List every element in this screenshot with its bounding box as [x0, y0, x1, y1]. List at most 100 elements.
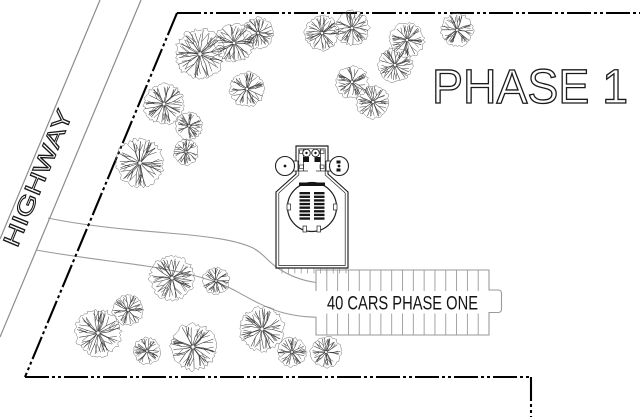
tree-branch-fork — [191, 152, 197, 156]
tree-branch-fork — [382, 57, 388, 63]
tree-canopy-edge — [276, 337, 308, 368]
tree-canopy-edge — [214, 22, 254, 63]
tree-branch-fork — [403, 61, 411, 66]
parking-outline — [315, 269, 503, 336]
tree-branch-fork — [248, 74, 254, 82]
tree-branch-fork — [464, 30, 471, 36]
tree-branch-fork — [205, 64, 208, 76]
tree-branch-fork — [245, 27, 253, 29]
tree-branch-fork — [400, 70, 408, 74]
tree-branch-fork — [137, 352, 142, 357]
tree-branch-fork — [199, 332, 204, 341]
tree-branch-fork — [220, 37, 227, 43]
tree-symbol — [114, 137, 165, 189]
tree-branch-fork — [262, 310, 265, 320]
tree-branch-fork — [134, 304, 140, 310]
tree-branch-fork — [330, 32, 338, 35]
tree-branch-fork — [224, 47, 228, 55]
tree-branch-fork — [238, 77, 242, 85]
tree-branch-fork — [87, 340, 91, 350]
tree-branch-fork — [359, 22, 365, 28]
tree-branch-fork — [194, 123, 200, 125]
tree-branch-fork — [150, 355, 157, 359]
pew-row — [299, 199, 310, 202]
tree-branch-fork — [146, 101, 155, 105]
tree-branch-fork — [201, 65, 208, 76]
tree-branch-fork — [233, 94, 241, 96]
tree-branch — [217, 42, 233, 44]
tree-canopy-edge — [142, 82, 185, 125]
chancel-steps — [299, 182, 325, 186]
tree-branch-fork — [297, 343, 302, 350]
tree-branch-fork — [130, 298, 136, 304]
tree-symbol — [214, 22, 254, 63]
tree-branch-fork — [326, 358, 331, 364]
tree-branch-fork — [179, 264, 185, 273]
tree-branch-fork — [191, 33, 195, 45]
tree-branch-fork — [154, 90, 161, 97]
tree-branch-fork — [253, 337, 256, 347]
tree-branch-fork — [94, 312, 99, 323]
tree-branch-fork — [369, 108, 372, 116]
tree-symbol — [309, 336, 343, 369]
tree-branch-fork — [296, 357, 299, 364]
tree-branch-fork — [132, 300, 139, 305]
tree-branch-fork — [351, 14, 356, 21]
tree-branch-fork — [363, 91, 370, 96]
tree-branch — [247, 89, 260, 101]
parking-count-label: 40 CARS PHASE ONE — [327, 293, 478, 315]
tree-branch-fork — [122, 155, 132, 158]
tree-branch-fork — [393, 38, 400, 42]
tree-branch — [178, 121, 189, 126]
tree-branch-fork — [240, 49, 248, 53]
tree-branch-fork — [123, 296, 128, 303]
tree-branch-fork — [313, 37, 317, 45]
tree-branch-fork — [155, 284, 165, 288]
tree-branch-fork — [180, 283, 186, 292]
tree-branch-fork — [315, 18, 321, 25]
tree-branch-fork — [180, 117, 186, 121]
tree-symbol — [148, 255, 196, 302]
tree-branch-fork — [360, 99, 367, 101]
tree-symbol — [142, 82, 185, 125]
tree-branch-fork — [319, 340, 324, 346]
tree-branch-fork — [400, 27, 403, 35]
tree-branch-fork — [132, 314, 136, 321]
tree-branch-fork — [339, 20, 346, 26]
wall-pier — [316, 225, 321, 233]
tree-branch-fork — [395, 72, 398, 80]
tree-branch-fork — [371, 109, 375, 116]
tree-branch-fork — [384, 68, 389, 76]
tree-branch-fork — [353, 13, 356, 21]
tree-branch-fork — [338, 78, 346, 81]
tree-branch-fork — [194, 127, 200, 129]
tree-canopy-edge — [148, 255, 196, 302]
tree-branch-fork — [182, 275, 191, 280]
tree-branch-fork — [172, 106, 181, 108]
pew-row — [299, 202, 310, 206]
tree-canopy-edge — [73, 308, 123, 358]
tree-canopy-edge — [175, 111, 203, 141]
tree-branch-fork — [387, 51, 390, 60]
tree-branch-fork — [244, 332, 252, 340]
tree-branch-fork — [316, 343, 321, 350]
tree-branch-fork — [129, 316, 134, 323]
tree-branch-fork — [220, 284, 224, 291]
tree-branch-fork — [201, 33, 209, 42]
tree-branch-fork — [460, 36, 463, 44]
tree-branch-fork — [239, 28, 242, 37]
tree-canopy-edge — [133, 336, 162, 366]
tree-symbol — [439, 12, 475, 48]
tree-branch-fork — [121, 160, 131, 165]
tree-branch-fork — [358, 74, 363, 80]
tree-symbol — [175, 111, 203, 141]
tree-branch — [344, 28, 352, 42]
tree-branch-fork — [266, 311, 268, 321]
tree-branch-fork — [185, 63, 195, 69]
tree-branch-fork — [146, 144, 149, 155]
tree-branch-fork — [180, 128, 184, 134]
tree-branch-fork — [207, 271, 213, 276]
tree-branch-fork — [100, 314, 102, 324]
tree-branch-fork — [174, 342, 184, 344]
tree-branch-fork — [448, 19, 455, 24]
